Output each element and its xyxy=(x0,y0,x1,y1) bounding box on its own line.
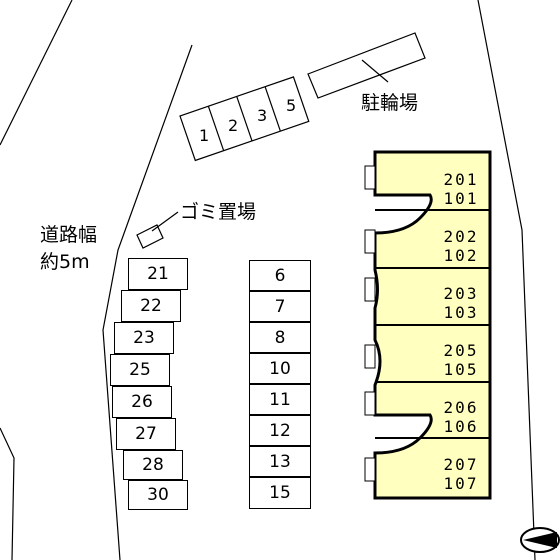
garbage-leader xyxy=(151,211,179,232)
bicycle-parking-area xyxy=(307,32,426,99)
parking-slot: 22 xyxy=(121,290,181,322)
parking-slot: 7 xyxy=(249,291,311,322)
parking-slot: 13 xyxy=(249,446,311,477)
bicycle-parking-leader xyxy=(361,59,389,83)
north-slot-label: 5 xyxy=(286,96,297,115)
unit-number-lower: 101 xyxy=(443,189,479,208)
parking-slot: 6 xyxy=(249,260,311,291)
unit-label: 202 102 xyxy=(436,227,486,265)
road-edge-left-lower xyxy=(0,427,15,560)
building-unit-dividers xyxy=(375,209,490,439)
north-slot-label: 1 xyxy=(199,126,210,145)
building-entrances xyxy=(364,165,376,482)
parking-slot: 28 xyxy=(123,450,183,480)
garbage-area xyxy=(136,224,164,249)
unit-number-lower: 105 xyxy=(443,360,479,379)
unit-number-lower: 102 xyxy=(443,246,479,265)
road-width-label-line1: 道路幅 xyxy=(40,224,98,246)
road-width-label-line2: 約5m xyxy=(40,251,90,273)
road-edge-left xyxy=(0,0,73,146)
unit-label: 205 105 xyxy=(436,341,486,379)
unit-number-lower: 107 xyxy=(443,474,479,493)
unit-label: 201 101 xyxy=(436,170,486,208)
parking-slot: 26 xyxy=(112,386,172,418)
site-boundary-west xyxy=(102,44,193,560)
site-boundary-east xyxy=(477,0,536,560)
unit-label: 203 103 xyxy=(436,284,486,322)
parking-slot: 21 xyxy=(128,258,188,290)
unit-number-upper: 202 xyxy=(443,227,479,246)
parking-slot: 11 xyxy=(249,384,311,415)
parking-slot: 27 xyxy=(116,418,176,450)
north-slot-label: 3 xyxy=(257,106,268,125)
parking-slot: 23 xyxy=(114,322,174,354)
unit-number-lower: 103 xyxy=(443,303,479,322)
unit-label: 206 106 xyxy=(436,398,486,436)
bicycle-parking-label: 駐輪場 xyxy=(361,92,419,114)
garbage-area-label: ゴミ置場 xyxy=(180,201,257,223)
unit-number-lower: 106 xyxy=(443,417,479,436)
unit-number-upper: 203 xyxy=(443,284,479,303)
north-arrow-icon xyxy=(520,527,560,553)
unit-number-upper: 207 xyxy=(443,455,479,474)
unit-number-upper: 206 xyxy=(443,398,479,417)
north-slot-label: 2 xyxy=(228,116,239,135)
parking-slot: 30 xyxy=(128,480,188,510)
parking-slot: 8 xyxy=(249,322,311,353)
parking-slot: 12 xyxy=(249,415,311,446)
parking-slot: 10 xyxy=(249,353,311,384)
parking-slot: 25 xyxy=(110,354,170,386)
unit-label: 207 107 xyxy=(436,455,486,493)
parking-slot: 15 xyxy=(249,477,311,509)
unit-number-upper: 201 xyxy=(443,170,479,189)
unit-number-upper: 205 xyxy=(443,341,479,360)
north-parking-row xyxy=(179,76,310,162)
